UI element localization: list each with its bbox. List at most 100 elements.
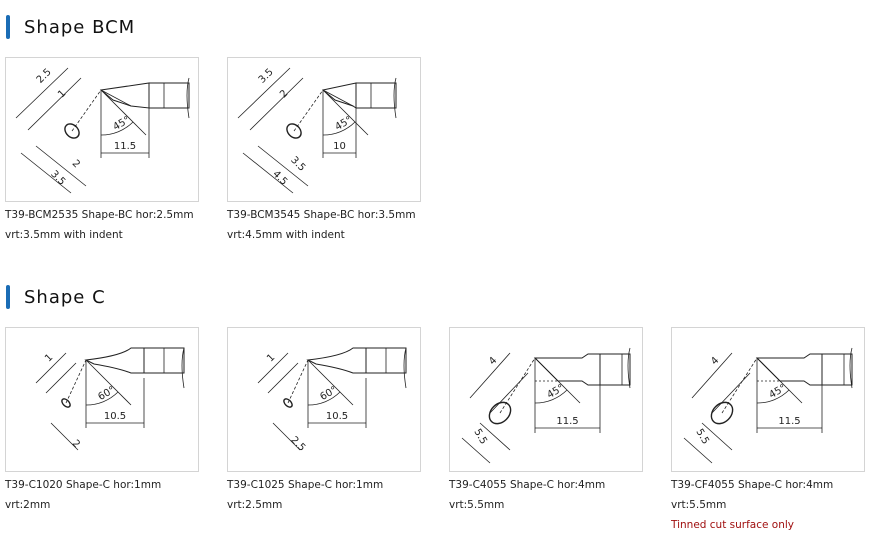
dimension-line — [711, 372, 751, 414]
dimension-label: 4 — [709, 355, 721, 367]
angle-leg — [756, 357, 803, 404]
dimension-line — [15, 67, 69, 119]
caption-line: vrt:4.5mm with indent — [227, 229, 345, 241]
dimension-label: 1 — [265, 352, 277, 364]
tip-caption: T39-BCM3545 Shape-BC hor:3.5mm vrt:4.5mm … — [227, 205, 442, 245]
tip-note: Tinned cut surface only — [671, 519, 795, 531]
dimension-label: 3.5 — [48, 169, 67, 188]
dimension-line — [257, 145, 309, 187]
tip-shank — [599, 353, 631, 386]
tip-outline — [755, 353, 823, 386]
dimension-label: 2 — [70, 158, 82, 170]
dimension-line — [237, 67, 291, 119]
caption-line: T39-C4055 Shape-C hor:4mm — [449, 479, 606, 491]
dimension-line — [257, 352, 289, 384]
section-heading: Shape C — [24, 286, 106, 308]
tip-caption: T39-C4055 Shape-C hor:4mm vrt:5.5mm — [449, 475, 664, 515]
dimension-line — [461, 437, 491, 464]
caption-line: T39-CF4055 Shape-C hor:4mm — [671, 479, 834, 491]
caption-line: T39-BCM2535 Shape-BC hor:2.5mm — [5, 209, 194, 221]
caption-line: vrt:2mm — [5, 499, 51, 511]
break-line — [181, 347, 185, 389]
tip-drawing: 10.560°12.5 — [257, 347, 407, 454]
dimension-line — [701, 422, 733, 451]
break-line — [186, 77, 190, 119]
dimension-label: 5.5 — [471, 427, 488, 446]
caption-line: T39-C1025 Shape-C hor:1mm — [227, 479, 384, 491]
angle-arc — [534, 389, 568, 404]
tip-shank — [148, 82, 190, 109]
break-line — [393, 77, 397, 119]
dimension-line — [35, 145, 87, 187]
dimension-line — [27, 77, 82, 131]
dimension-line — [20, 152, 72, 194]
cross-section-ellipse — [488, 401, 512, 425]
angle-arc — [307, 391, 341, 406]
section-heading: Shape BCM — [24, 16, 136, 38]
dimension-line — [691, 352, 733, 399]
cross-section-ellipse — [283, 398, 293, 408]
dimension-line — [267, 362, 299, 394]
bevel-edge — [100, 89, 132, 107]
center-line — [287, 359, 309, 404]
dimension-label: 11.5 — [556, 416, 578, 427]
tip-drawing: 11.545°45.5 — [461, 347, 631, 464]
cross-section-ellipse — [64, 123, 80, 139]
dimension-label: 4 — [487, 355, 499, 367]
center-line — [65, 359, 87, 404]
break-line — [627, 347, 631, 389]
dimension-line — [683, 437, 713, 464]
center-line — [71, 89, 102, 132]
accent-bar — [6, 285, 10, 309]
tip-outline — [99, 82, 150, 109]
cross-section-ellipse — [286, 123, 302, 139]
dimension-label: 1 — [56, 88, 68, 100]
tip-shank — [821, 353, 853, 386]
dimension-label: 10.5 — [326, 411, 348, 422]
dimension-label: 11.5 — [114, 141, 136, 152]
dimension-label: 5.5 — [693, 427, 710, 446]
dimension-label: 3.5 — [288, 155, 307, 174]
angle-leg — [85, 359, 132, 406]
caption-line: T39-BCM3545 Shape-BC hor:3.5mm — [227, 209, 416, 221]
center-line — [293, 89, 324, 132]
angle-leg — [307, 359, 354, 406]
dimension-label: 11.5 — [778, 416, 800, 427]
dimension-line — [35, 352, 67, 384]
dimension-line — [242, 152, 294, 194]
center-line — [721, 357, 758, 414]
angle-arc — [100, 121, 134, 136]
dimension-line — [45, 362, 77, 394]
dimension-label: 1 — [43, 352, 55, 364]
cross-section-ellipse — [710, 401, 734, 425]
tip-outline — [321, 82, 357, 109]
dimension-label: 10 — [333, 141, 346, 152]
dimension-line — [249, 77, 304, 131]
tip-drawing: 10.560°12 — [35, 347, 185, 450]
angle-arc — [85, 391, 119, 406]
tip-caption: T39-C1020 Shape-C hor:1mm vrt:2mm — [5, 475, 220, 515]
angle-leg — [100, 89, 147, 136]
dimension-line — [489, 372, 529, 414]
cross-section-ellipse — [61, 398, 71, 408]
dimension-line — [469, 352, 511, 399]
dimension-label: 10.5 — [104, 411, 126, 422]
center-line — [499, 357, 536, 414]
bevel-edge — [322, 89, 354, 107]
break-line — [403, 347, 407, 389]
tip-shank — [355, 82, 397, 109]
caption-line: vrt:5.5mm — [449, 499, 505, 511]
caption-line: vrt:2.5mm — [227, 499, 283, 511]
caption-line: T39-C1020 Shape-C hor:1mm — [5, 479, 162, 491]
tip-drawing: 11.545°45.5 — [683, 347, 853, 464]
dimension-label: 3.5 — [257, 67, 276, 86]
